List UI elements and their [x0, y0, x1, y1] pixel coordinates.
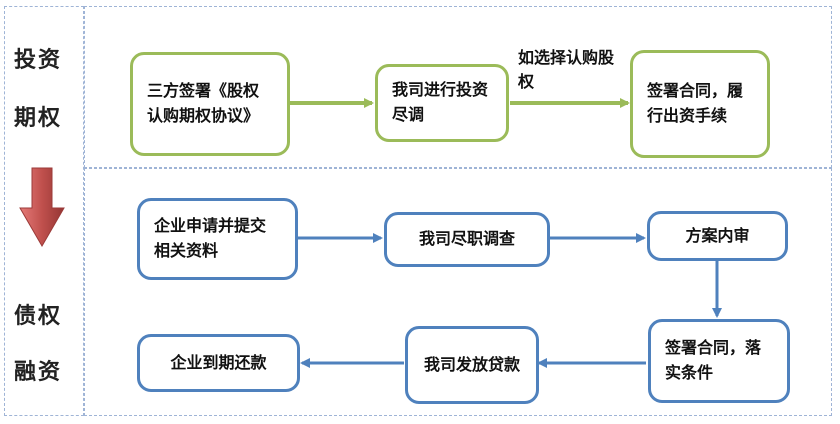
- debt-step-internal-review: 方案内审: [647, 211, 788, 261]
- debt-section-frame: [84, 168, 832, 416]
- equity-section-frame: [84, 6, 832, 168]
- left-label-column: [4, 6, 84, 416]
- equity-step-sign-contract: 签署合同，履行出资手续: [630, 50, 770, 158]
- debt-step-apply: 企业申请并提交相关资料: [137, 198, 298, 280]
- label-option: 期权: [14, 105, 63, 131]
- debt-step-due-diligence: 我司尽职调查: [384, 212, 550, 267]
- equity-condition-note: 如选择认购股权: [518, 48, 615, 91]
- debt-step-repayment: 企业到期还款: [137, 334, 300, 392]
- debt-step-disburse-loan: 我司发放贷款: [405, 326, 539, 404]
- equity-step-sign-option-agreement: 三方签署《股权认购期权协议》: [130, 52, 290, 156]
- equity-step-due-diligence: 我司进行投资尽调: [375, 64, 509, 142]
- label-financing: 融资: [14, 359, 63, 385]
- debt-step-sign-contract: 签署合同，落实条件: [648, 319, 790, 403]
- label-investment: 投资: [14, 47, 63, 73]
- transition-arrow-icon: [19, 167, 65, 247]
- label-debt: 债权: [14, 303, 63, 329]
